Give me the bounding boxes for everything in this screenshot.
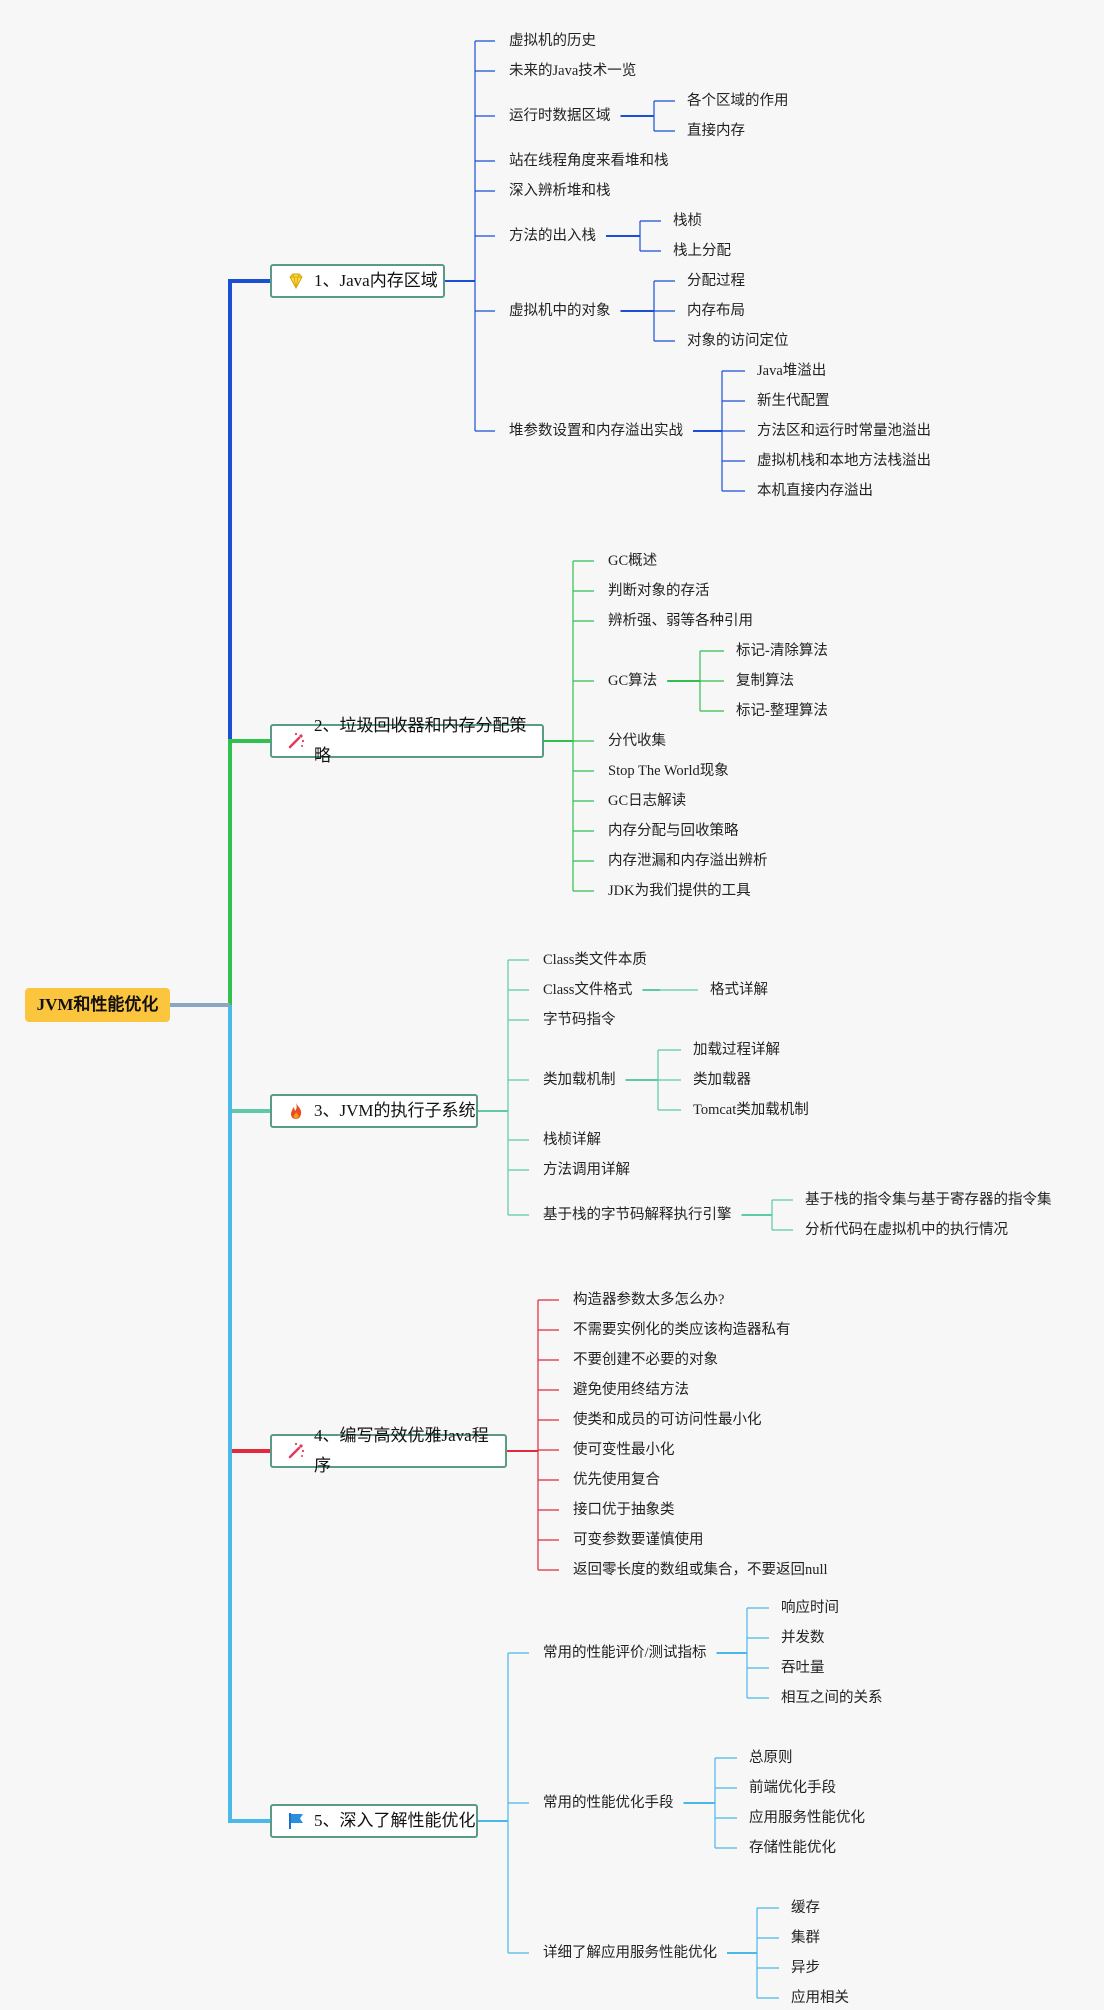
topic-item[interactable]: 常用的性能优化手段 [543,1795,674,1811]
topic-item[interactable]: 方法的出入栈 [509,228,596,244]
topic-item[interactable]: 判断对象的存活 [608,583,710,599]
subtopic-item[interactable]: 各个区域的作用 [687,93,789,109]
fire-icon [291,1103,302,1119]
topic-item[interactable]: 方法调用详解 [543,1162,630,1178]
topic-item[interactable]: 类加载机制 [543,1072,616,1088]
topic-item[interactable]: 内存泄漏和内存溢出辨析 [608,853,768,869]
subtopic-item[interactable]: 本机直接内存溢出 [757,483,873,499]
topic-item[interactable]: 优先使用复合 [573,1472,660,1488]
subtopic-item[interactable]: 新生代配置 [757,393,830,409]
subtopic-item[interactable]: 复制算法 [736,673,794,689]
root-node[interactable]: JVM和性能优化 [25,988,170,1022]
subtopic-item[interactable]: 直接内存 [687,123,745,139]
topic-item[interactable]: 接口优于抽象类 [573,1502,675,1518]
topic-item[interactable]: 辨析强、弱等各种引用 [608,613,753,629]
subtopic-item[interactable]: 虚拟机栈和本地方法栈溢出 [757,453,931,469]
subtopic-item[interactable]: 前端优化手段 [749,1780,836,1796]
subtopic-item[interactable]: 吞吐量 [781,1660,825,1676]
branch-connector [228,739,270,1005]
topic-item[interactable]: Stop The World现象 [608,763,729,779]
magic-wand-icon [288,1442,305,1459]
topic-item[interactable]: 站在线程角度来看堆和栈 [509,153,669,169]
topic-item[interactable]: 深入辨析堆和栈 [509,183,611,199]
magic-wand-icon [288,732,305,749]
subtopic-item[interactable]: 并发数 [781,1630,825,1646]
topic-item[interactable]: 内存分配与回收策略 [608,823,739,839]
subtopic-item[interactable]: 总原则 [749,1750,793,1766]
branch-label: 2、垃圾回收器和内存分配策略 [314,716,527,765]
branch-node-1[interactable]: 1、Java内存区域 [270,264,445,298]
topic-item[interactable]: 栈桢详解 [543,1132,601,1148]
topic-item[interactable]: GC概述 [608,553,658,569]
branch-connector [228,1005,270,1823]
subtopic-item[interactable]: 类加载器 [693,1072,751,1088]
subtopic-item[interactable]: Tomcat类加载机制 [693,1102,809,1118]
topic-item[interactable]: 堆参数设置和内存溢出实战 [509,423,683,439]
diamond-icon [289,273,303,290]
subtopic-item[interactable]: 方法区和运行时常量池溢出 [757,423,931,439]
topic-item[interactable]: 详细了解应用服务性能优化 [543,1945,717,1961]
topic-item[interactable]: JDK为我们提供的工具 [608,883,751,899]
topic-item[interactable]: 构造器参数太多怎么办? [573,1292,725,1308]
subtopic-item[interactable]: 分配过程 [687,273,745,289]
branch-label: 5、深入了解性能优化 [314,1811,476,1830]
subtopic-item[interactable]: 分析代码在虚拟机中的执行情况 [805,1222,1008,1238]
branch-connector [228,1005,270,1113]
topic-item[interactable]: 未来的Java技术一览 [509,63,637,79]
topic-item[interactable]: 运行时数据区域 [509,108,611,124]
subtopic-item[interactable]: 栈上分配 [673,243,731,259]
topic-item[interactable]: 虚拟机中的对象 [509,303,611,319]
branch-label: 3、JVM的执行子系统 [314,1101,476,1120]
subtopic-item[interactable]: 异步 [791,1960,820,1976]
subtopic-item[interactable]: 响应时间 [781,1600,839,1616]
topic-item[interactable]: GC算法 [608,673,658,689]
topic-item[interactable]: 基于栈的字节码解释执行引擎 [543,1207,732,1223]
topic-item[interactable]: 字节码指令 [543,1012,616,1028]
topic-item[interactable]: 常用的性能评价/测试指标 [543,1645,707,1661]
topic-item[interactable]: 不需要实例化的类应该构造器私有 [573,1322,791,1338]
branch-node-4[interactable]: 4、编写高效优雅Java程序 [270,1426,507,1475]
topic-item[interactable]: 可变参数要谨慎使用 [573,1532,704,1548]
subtopic-item[interactable]: 存储性能优化 [749,1840,836,1856]
branch-node-3[interactable]: 3、JVM的执行子系统 [270,1094,478,1128]
subtopic-item[interactable]: 基于栈的指令集与基于寄存器的指令集 [805,1192,1052,1208]
branch-node-5[interactable]: 5、深入了解性能优化 [270,1804,478,1838]
branch-connector [228,279,270,1005]
branch-connector [228,1005,270,1453]
topic-item[interactable]: Class类文件本质 [543,952,647,968]
subtopic-item[interactable]: Java堆溢出 [757,363,827,379]
subtopic-item[interactable]: 缓存 [791,1900,820,1916]
topic-item[interactable]: Class文件格式 [543,982,633,998]
topic-item[interactable]: GC日志解读 [608,793,687,809]
subtopic-item[interactable]: 应用相关 [791,1990,849,2006]
topic-item[interactable]: 分代收集 [608,733,666,749]
subtopic-item[interactable]: 标记-清除算法 [736,643,828,659]
topic-item[interactable]: 使可变性最小化 [573,1442,675,1458]
topic-item[interactable]: 避免使用终结方法 [573,1382,689,1398]
subtopic-item[interactable]: 加载过程详解 [693,1042,780,1058]
topic-item[interactable]: 使类和成员的可访问性最小化 [573,1412,762,1428]
subtopic-item[interactable]: 对象的访问定位 [687,333,789,349]
branch-label: 4、编写高效优雅Java程序 [314,1426,489,1475]
subtopic-item[interactable]: 标记-整理算法 [736,703,828,719]
subtopic-item[interactable]: 相互之间的关系 [781,1690,883,1706]
topic-item[interactable]: 虚拟机的历史 [509,33,596,49]
subtopic-item[interactable]: 格式详解 [710,982,768,998]
topic-item[interactable]: 不要创建不必要的对象 [573,1352,718,1368]
subtopic-item[interactable]: 栈桢 [673,213,702,229]
branch-label: 1、Java内存区域 [314,271,438,290]
subtopic-item[interactable]: 应用服务性能优化 [749,1810,865,1826]
subtopic-item[interactable]: 内存布局 [687,303,745,319]
branch-node-2[interactable]: 2、垃圾回收器和内存分配策略 [270,716,544,765]
subtopic-item[interactable]: 集群 [791,1930,820,1946]
topic-item[interactable]: 返回零长度的数组或集合，不要返回null [573,1562,828,1578]
flag-icon [289,1813,303,1829]
